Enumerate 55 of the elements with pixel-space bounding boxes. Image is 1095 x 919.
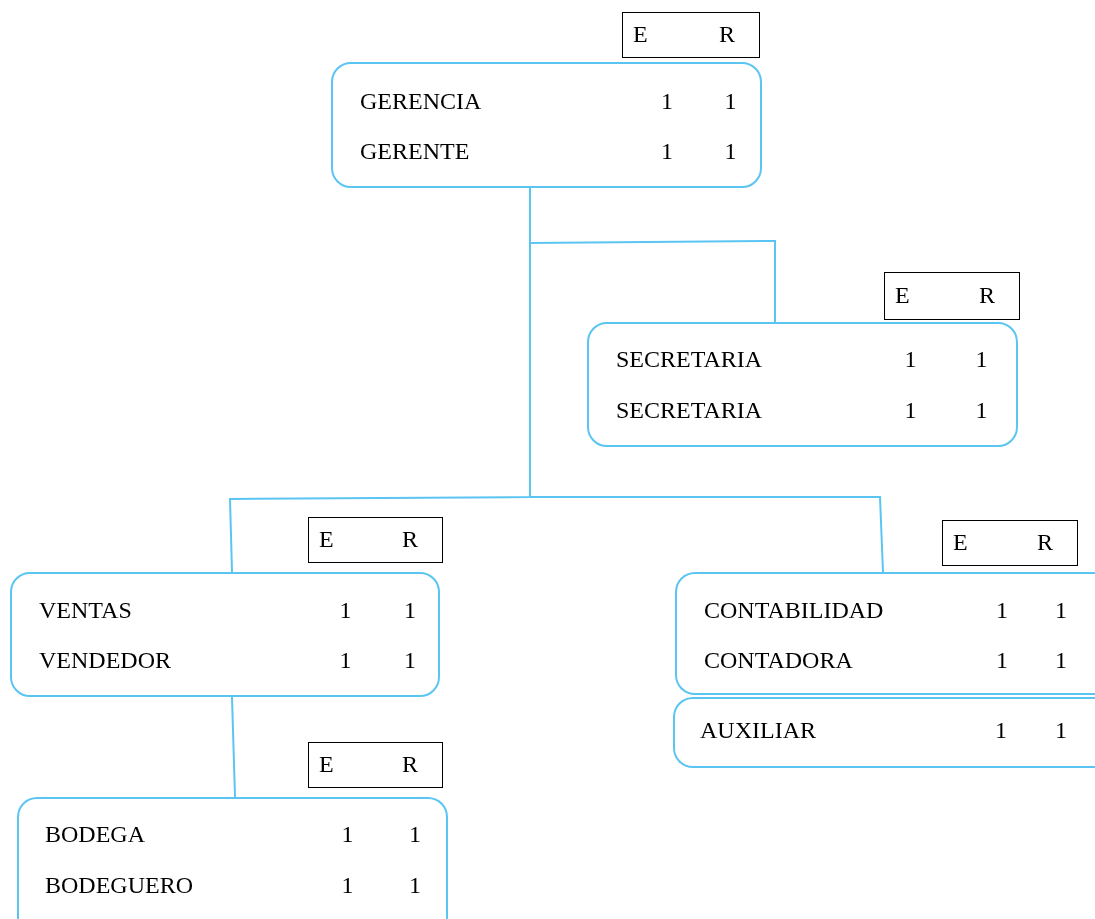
column-header: R bbox=[402, 525, 418, 553]
count-value: 1 bbox=[724, 87, 737, 115]
count-value: 1 bbox=[661, 137, 673, 165]
unit-label: VENTAS bbox=[39, 596, 132, 624]
unit-box bbox=[673, 697, 1095, 768]
unit-box bbox=[675, 572, 1095, 695]
count-value: 1 bbox=[724, 137, 737, 165]
header-box bbox=[942, 520, 1078, 566]
count-value: 1 bbox=[661, 87, 673, 115]
count-value: 1 bbox=[996, 596, 1008, 624]
column-header: R bbox=[979, 281, 995, 309]
unit-box bbox=[17, 797, 448, 919]
count-value: 1 bbox=[995, 716, 1007, 744]
column-header: E bbox=[953, 528, 968, 556]
unit-label: GERENTE bbox=[360, 137, 470, 165]
column-header: E bbox=[895, 281, 910, 309]
unit-box bbox=[331, 62, 762, 188]
header-box bbox=[308, 742, 443, 788]
count-value: 1 bbox=[339, 646, 352, 674]
count-value: 1 bbox=[1055, 596, 1067, 624]
count-value: 1 bbox=[339, 596, 352, 624]
header-box bbox=[622, 12, 760, 58]
column-header: R bbox=[402, 750, 418, 778]
count-value: 1 bbox=[1055, 646, 1067, 674]
count-value: 1 bbox=[904, 396, 917, 424]
count-value: 1 bbox=[404, 646, 416, 674]
count-value: 1 bbox=[341, 871, 354, 899]
count-value: 1 bbox=[404, 596, 416, 624]
column-header: E bbox=[633, 20, 648, 48]
column-header: R bbox=[719, 20, 735, 48]
unit-label: AUXILIAR bbox=[700, 716, 816, 744]
unit-label: SECRETARIA bbox=[616, 396, 763, 424]
count-value: 1 bbox=[1055, 716, 1067, 744]
count-value: 1 bbox=[996, 646, 1008, 674]
unit-label: BODEGUERO bbox=[45, 871, 193, 899]
header-box bbox=[308, 517, 443, 563]
unit-label: CONTADORA bbox=[704, 646, 853, 674]
count-value: 1 bbox=[409, 871, 421, 899]
unit-label: BODEGA bbox=[45, 820, 145, 848]
column-header: E bbox=[319, 525, 334, 553]
unit-label: GERENCIA bbox=[360, 87, 482, 115]
unit-box bbox=[10, 572, 440, 697]
unit-label: SECRETARIA bbox=[616, 345, 763, 373]
count-value: 1 bbox=[409, 820, 421, 848]
count-value: 1 bbox=[341, 820, 354, 848]
count-value: 1 bbox=[975, 345, 988, 373]
column-header: R bbox=[1037, 528, 1053, 556]
unit-box bbox=[587, 322, 1018, 447]
count-value: 1 bbox=[904, 345, 917, 373]
count-value: 1 bbox=[975, 396, 988, 424]
unit-label: VENDEDOR bbox=[39, 646, 171, 674]
unit-label: CONTABILIDAD bbox=[704, 596, 884, 624]
column-header: E bbox=[319, 750, 334, 778]
connector-line bbox=[231, 696, 236, 798]
header-box bbox=[884, 272, 1020, 320]
